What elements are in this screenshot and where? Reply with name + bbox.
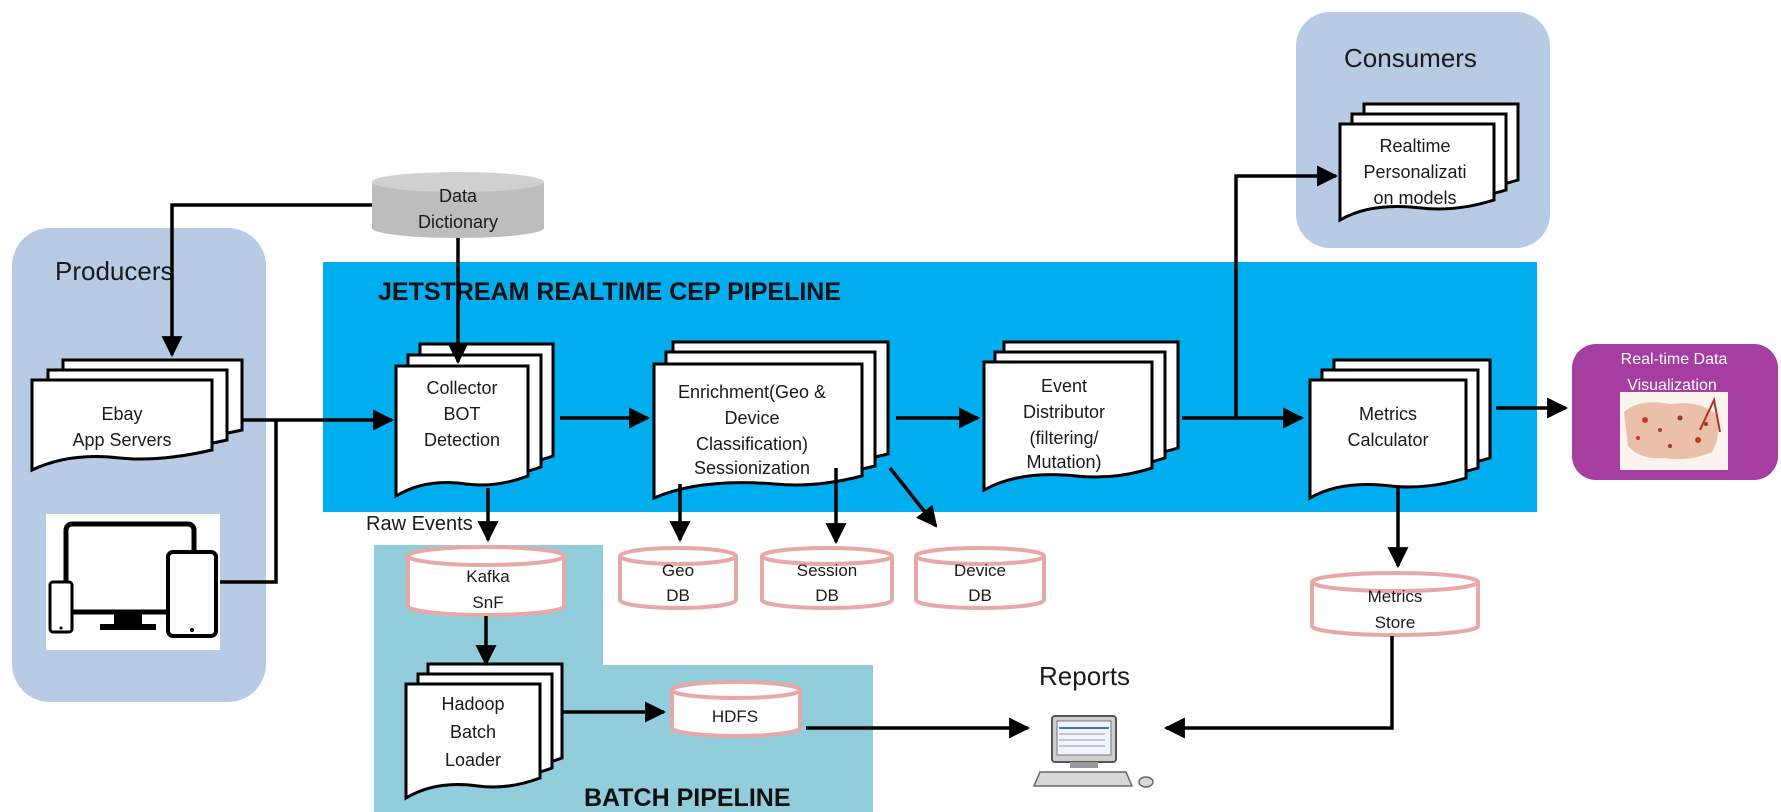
realtime-personalization-node: Realtime Personalizati on models xyxy=(1338,102,1520,223)
metrics-store: Metrics Store xyxy=(1310,571,1480,637)
personalization-label-3: on models xyxy=(1373,188,1456,208)
hadoop-loader-node: Hadoop Batch Loader xyxy=(404,662,564,801)
kafka-label-2: SnF xyxy=(472,593,503,612)
metrics-calculator-node: Metrics Calculator xyxy=(1308,358,1492,501)
hadoop-label-3: Loader xyxy=(445,750,501,770)
device-db-label-2: DB xyxy=(968,586,992,605)
ebay-label-1: Ebay xyxy=(101,404,142,424)
data-dictionary-label-2: Dictionary xyxy=(418,212,498,232)
edge-enrichment-to-device xyxy=(888,466,938,528)
map-thumbnail-image xyxy=(1620,392,1728,470)
devices-icon xyxy=(46,514,220,650)
hdfs-label: HDFS xyxy=(712,707,758,726)
consumers-title: Consumers xyxy=(1344,43,1477,73)
enrichment-node: Enrichment(Geo & Device Classification) … xyxy=(652,340,890,501)
event-distributor-label-2: Distributor xyxy=(1023,402,1105,422)
event-distributor-label-4: Mutation) xyxy=(1026,452,1101,472)
edge-devices-connector xyxy=(220,420,278,584)
geo-db-store: Geo DB xyxy=(618,546,738,610)
edge-to-personalization xyxy=(1234,165,1339,418)
hadoop-label-1: Hadoop xyxy=(441,694,504,714)
hadoop-label-2: Batch xyxy=(450,722,496,742)
edge-metrics-store-to-reports xyxy=(1163,636,1394,739)
collector-node: Collector BOT Detection xyxy=(394,342,555,499)
collector-label-1: Collector xyxy=(426,378,497,398)
metrics-store-label-1: Metrics xyxy=(1368,587,1423,606)
geo-db-label-2: DB xyxy=(666,586,690,605)
personalization-label-2: Personalizati xyxy=(1363,162,1466,182)
viz-label-2: Visualization xyxy=(1627,377,1717,394)
enrichment-label-4: Sessionization xyxy=(694,458,810,478)
hdfs-store: HDFS xyxy=(670,680,802,738)
batch-pipeline-title: BATCH PIPELINE xyxy=(584,784,791,812)
data-dictionary-label-1: Data xyxy=(439,186,478,206)
kafka-label-1: Kafka xyxy=(466,567,510,586)
ebay-app-servers-node: Ebay App Servers xyxy=(30,358,244,473)
raw-events-label: Raw Events xyxy=(366,513,473,535)
metrics-store-label-2: Store xyxy=(1375,613,1416,632)
kafka-snf-store: Kafka SnF xyxy=(406,545,566,617)
realtime-pipeline-title: JETSTREAM REALTIME CEP PIPELINE xyxy=(378,278,841,306)
device-db-store: Device DB xyxy=(914,546,1046,610)
event-distributor-node: Event Distributor (filtering/ Mutation) xyxy=(982,340,1180,493)
computer-icon xyxy=(1032,715,1154,788)
geo-db-label-1: Geo xyxy=(662,561,694,580)
producers-title: Producers xyxy=(55,256,174,286)
personalization-label-1: Realtime xyxy=(1379,136,1450,156)
event-distributor-label-3: (filtering/ xyxy=(1029,428,1098,448)
event-distributor-label-1: Event xyxy=(1041,376,1087,396)
session-db-store: Session DB xyxy=(760,546,894,610)
enrichment-label-1: Enrichment(Geo & xyxy=(678,382,826,402)
collector-label-3: Detection xyxy=(424,430,500,450)
viz-label-1: Real-time Data xyxy=(1621,351,1728,368)
ebay-label-2: App Servers xyxy=(72,430,171,450)
enrichment-label-3: Classification) xyxy=(696,434,808,454)
edge-dictionary-to-ebay xyxy=(161,203,372,358)
device-db-label-1: Device xyxy=(954,561,1006,580)
metrics-calculator-label-1: Metrics xyxy=(1359,404,1417,424)
session-db-label-1: Session xyxy=(797,561,857,580)
collector-label-2: BOT xyxy=(443,404,480,424)
session-db-label-2: DB xyxy=(815,586,839,605)
reports-title: Reports xyxy=(1039,661,1130,691)
enrichment-label-2: Device xyxy=(724,408,779,428)
metrics-calculator-label-2: Calculator xyxy=(1347,430,1428,450)
data-dictionary-node: Data Dictionary xyxy=(372,172,544,238)
